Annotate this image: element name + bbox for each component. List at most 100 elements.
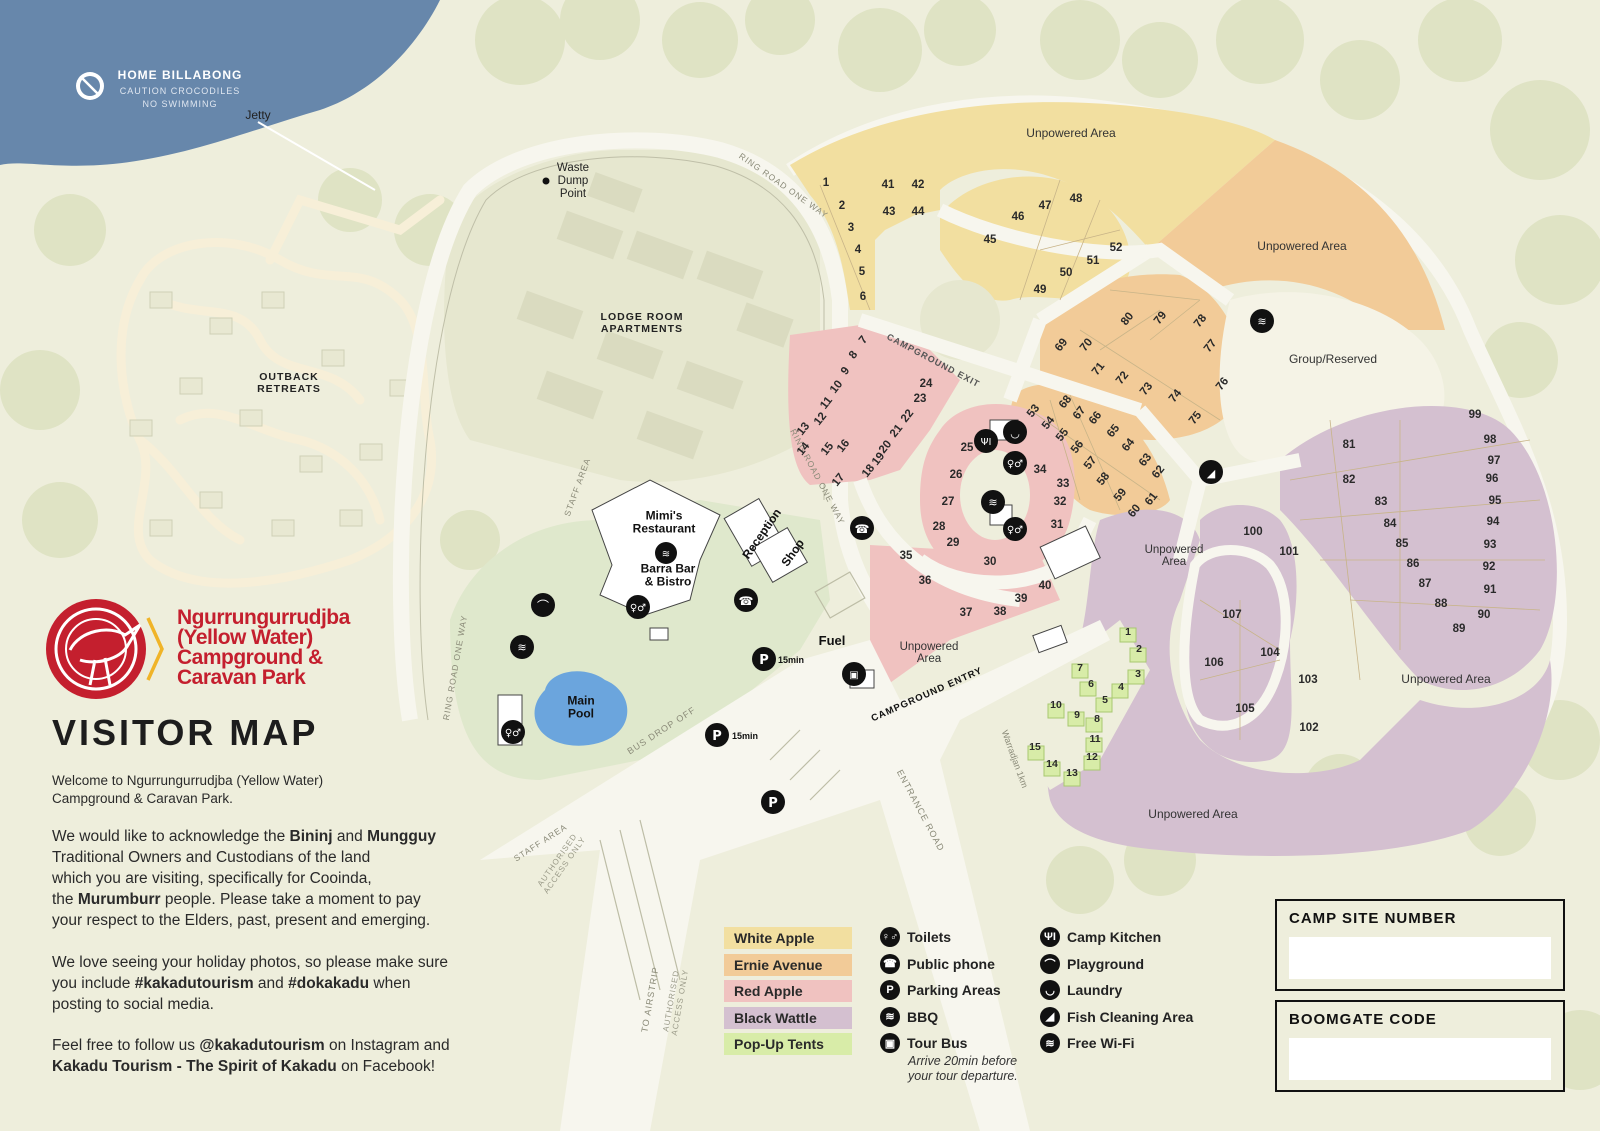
ring-road-lane: [419, 156, 825, 721]
site-black-wattle-96[interactable]: 96: [1486, 473, 1499, 485]
svg-text:◡: ◡: [1010, 427, 1020, 440]
site-white-apple-3[interactable]: 3: [848, 222, 854, 234]
site-red-apple-37[interactable]: 37: [960, 607, 973, 619]
site-white-apple-52[interactable]: 52: [1110, 242, 1123, 254]
site-pop-up-6[interactable]: 6: [1088, 678, 1094, 690]
site-black-wattle-106[interactable]: 106: [1204, 657, 1223, 669]
toilets-icon: ♀♂: [501, 720, 525, 744]
camp-kitchen-icon: ΨΙ: [974, 429, 998, 453]
parking-icon: P: [880, 980, 900, 1000]
boomgate-code-input[interactable]: [1289, 1038, 1551, 1080]
site-black-wattle-91[interactable]: 91: [1484, 584, 1497, 596]
site-pop-up-1[interactable]: 1: [1125, 626, 1131, 638]
parking-icon: P: [705, 723, 729, 747]
site-pop-up-8[interactable]: 8: [1094, 713, 1100, 725]
svg-text:≋: ≋: [1257, 315, 1266, 328]
site-white-apple-1[interactable]: 1: [823, 177, 830, 189]
site-pop-up-5[interactable]: 5: [1102, 694, 1108, 706]
site-black-wattle-84[interactable]: 84: [1384, 518, 1397, 530]
site-pop-up-4[interactable]: 4: [1118, 681, 1124, 693]
site-red-apple-36[interactable]: 36: [919, 575, 932, 587]
map-icons: ≋ ♀♂ ☎ ⌒ ≋ ♀♂ P P P ▣ ☎ ΨΙ ◡ ♀♂ ≋ ♀♂ ≋ ◢: [501, 177, 1274, 814]
site-white-apple-51[interactable]: 51: [1087, 255, 1100, 267]
site-red-apple-39[interactable]: 39: [1015, 593, 1028, 605]
site-pop-up-11[interactable]: 11: [1089, 733, 1100, 745]
site-pop-up-3[interactable]: 3: [1135, 668, 1141, 680]
site-white-apple-42[interactable]: 42: [912, 179, 925, 191]
camp-site-number-input[interactable]: [1289, 937, 1551, 979]
site-black-wattle-81[interactable]: 81: [1343, 439, 1356, 451]
brand-line-4: Caravan Park: [177, 666, 306, 689]
site-black-wattle-90[interactable]: 90: [1478, 609, 1491, 621]
site-black-wattle-107[interactable]: 107: [1222, 609, 1241, 621]
site-white-apple-44[interactable]: 44: [912, 206, 925, 218]
parking-icon: P: [752, 647, 776, 671]
site-pop-up-14[interactable]: 14: [1046, 758, 1058, 770]
site-black-wattle-95[interactable]: 95: [1489, 495, 1502, 507]
toilets-icon: ♀♂: [1003, 451, 1027, 475]
site-black-wattle-92[interactable]: 92: [1483, 561, 1496, 573]
site-red-apple-24[interactable]: 24: [920, 378, 933, 390]
toilets-icon: ♀♂: [626, 595, 650, 619]
site-black-wattle-82[interactable]: 82: [1343, 474, 1356, 486]
site-red-apple-29[interactable]: 29: [947, 537, 960, 549]
site-black-wattle-89[interactable]: 89: [1453, 623, 1466, 635]
site-black-wattle-85[interactable]: 85: [1396, 538, 1409, 550]
site-pop-up-2[interactable]: 2: [1136, 643, 1142, 655]
site-white-apple-47[interactable]: 47: [1039, 200, 1052, 212]
site-pop-up-15[interactable]: 15: [1029, 741, 1041, 753]
site-black-wattle-102[interactable]: 102: [1299, 722, 1318, 734]
site-white-apple-49[interactable]: 49: [1034, 284, 1047, 296]
site-red-apple-35[interactable]: 35: [900, 550, 913, 562]
site-black-wattle-99[interactable]: 99: [1469, 409, 1482, 421]
site-black-wattle-105[interactable]: 105: [1235, 703, 1255, 715]
site-red-apple-26[interactable]: 26: [950, 469, 963, 481]
site-black-wattle-93[interactable]: 93: [1484, 539, 1497, 551]
site-black-wattle-103[interactable]: 103: [1298, 674, 1317, 686]
site-white-apple-48[interactable]: 48: [1070, 193, 1083, 205]
site-red-apple-23[interactable]: 23: [914, 393, 927, 405]
page-title: VISITOR MAP: [52, 712, 319, 753]
site-red-apple-31[interactable]: 31: [1051, 519, 1064, 531]
site-black-wattle-104[interactable]: 104: [1260, 647, 1280, 659]
site-white-apple-6[interactable]: 6: [860, 291, 866, 303]
site-red-apple-30[interactable]: 30: [984, 556, 997, 568]
site-pop-up-9[interactable]: 9: [1074, 709, 1080, 721]
site-red-apple-40[interactable]: 40: [1039, 580, 1052, 592]
site-black-wattle-88[interactable]: 88: [1435, 598, 1448, 610]
site-pop-up-13[interactable]: 13: [1066, 767, 1078, 779]
water-warning1-label: CAUTION CROCODILES: [120, 86, 241, 96]
site-pop-up-12[interactable]: 12: [1086, 751, 1098, 763]
site-white-apple-41[interactable]: 41: [882, 179, 895, 191]
popup-pads: [1027, 627, 1147, 787]
site-white-apple-5[interactable]: 5: [859, 266, 866, 278]
site-white-apple-45[interactable]: 45: [984, 234, 997, 246]
site-black-wattle-101[interactable]: 101: [1279, 546, 1299, 558]
ernie-inner-zone: [1010, 384, 1170, 516]
site-pop-up-7[interactable]: 7: [1077, 662, 1083, 674]
site-red-apple-28[interactable]: 28: [933, 521, 946, 533]
site-black-wattle-97[interactable]: 97: [1488, 455, 1501, 467]
site-red-apple-32[interactable]: 32: [1054, 496, 1067, 508]
site-black-wattle-98[interactable]: 98: [1484, 434, 1497, 446]
site-black-wattle-94[interactable]: 94: [1487, 516, 1500, 528]
site-red-apple-33[interactable]: 33: [1057, 478, 1070, 490]
site-black-wattle-83[interactable]: 83: [1375, 496, 1388, 508]
site-red-apple-34[interactable]: 34: [1034, 464, 1047, 476]
boomgate-code-box: BOOMGATE CODE: [1275, 1000, 1565, 1092]
site-white-apple-46[interactable]: 46: [1012, 211, 1025, 223]
legend-item-laundry: ◡Laundry: [1040, 979, 1122, 1001]
site-white-apple-2[interactable]: 2: [839, 200, 845, 212]
site-black-wattle-87[interactable]: 87: [1419, 578, 1432, 590]
site-red-apple-27[interactable]: 27: [942, 496, 955, 508]
site-white-apple-43[interactable]: 43: [883, 206, 896, 218]
site-red-apple-38[interactable]: 38: [994, 606, 1007, 618]
site-black-wattle-86[interactable]: 86: [1407, 558, 1420, 570]
legend-item-public-phone: ☎Public phone: [880, 953, 995, 975]
site-white-apple-4[interactable]: 4: [855, 244, 862, 256]
site-red-apple-25[interactable]: 25: [961, 442, 974, 454]
site-white-apple-50[interactable]: 50: [1060, 267, 1073, 279]
site-black-wattle-100[interactable]: 100: [1243, 526, 1262, 538]
site-pop-up-10[interactable]: 10: [1050, 699, 1062, 711]
